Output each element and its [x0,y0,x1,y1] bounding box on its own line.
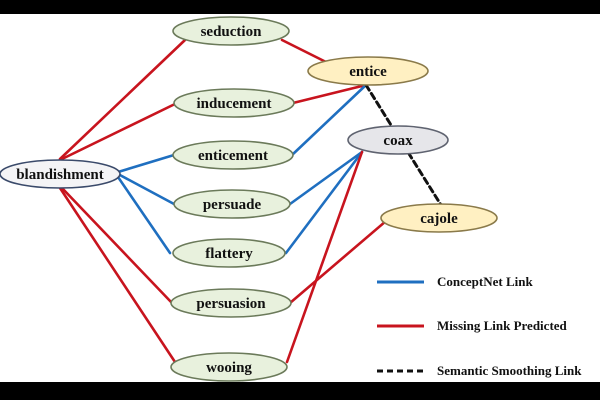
edge-missing-blandishment-inducement [60,101,179,161]
edge-conceptnet-persuade-coax [288,150,364,206]
node-flattery: flattery [172,238,286,268]
node-coax-ellipse [347,125,449,155]
node-entice-ellipse [307,56,429,86]
node-persuade-ellipse [173,189,291,219]
node-coax: coax [347,125,449,155]
edge-missing-seduction-entice [280,38,332,66]
edge-conceptnet-blandishment-flattery [116,175,172,255]
node-seduction: seduction [172,16,290,46]
node-inducement-label: inducement [197,96,272,112]
node-persuasion-ellipse [170,288,292,318]
edge-conceptnet-enticement-entice [290,83,368,157]
edge-missing-blandishment-seduction [58,38,187,161]
edge-conceptnet-blandishment-enticement [116,153,176,174]
node-enticement: enticement [172,140,294,170]
legend-item-smoothing: Semantic Smoothing Link [377,363,582,378]
edge-missing-blandishment-wooing [58,186,177,364]
node-blandishment-label: blandishment [16,167,104,183]
node-cajole: cajole [380,203,498,233]
edge-missing-wooing-coax [285,150,364,364]
node-persuasion: persuasion [170,288,292,318]
node-persuade: persuade [173,189,291,219]
node-wooing-ellipse [170,352,288,382]
node-wooing-label: wooing [206,360,252,376]
node-enticement-label: enticement [198,148,268,164]
edge-missing-persuasion-cajole [288,219,388,305]
node-seduction-label: seduction [201,24,263,40]
node-enticement-ellipse [172,140,294,170]
edges-layer [58,38,443,364]
node-inducement-ellipse [173,88,295,118]
node-flattery-label: flattery [205,246,253,262]
node-blandishment-ellipse [0,159,121,189]
legend-item-conceptnet: ConceptNet Link [377,274,533,289]
node-flattery-ellipse [172,238,286,268]
node-inducement: inducement [173,88,295,118]
node-wooing: wooing [170,352,288,382]
edge-conceptnet-flattery-coax [284,150,364,255]
edge-conceptnet-blandishment-persuade [116,172,176,206]
legend-label-smoothing: Semantic Smoothing Link [437,363,582,378]
nodes-layer: seduction inducement enticement persuade fla… [0,16,498,382]
node-seduction-ellipse [172,16,290,46]
node-entice: entice [307,56,429,86]
legend-label-conceptnet: ConceptNet Link [437,274,533,289]
node-blandishment: blandishment [0,159,121,189]
node-persuasion-label: persuasion [196,296,266,312]
legend-item-missing: Missing Link Predicted [377,318,568,333]
node-coax-label: coax [383,133,413,149]
node-cajole-label: cajole [420,211,458,227]
edge-missing-blandishment-persuasion [60,186,174,305]
edge-missing-inducement-entice [291,83,368,105]
legend-label-missing: Missing Link Predicted [437,318,568,333]
node-entice-label: entice [349,64,387,80]
node-cajole-ellipse [380,203,498,233]
node-persuade-label: persuade [203,197,262,213]
